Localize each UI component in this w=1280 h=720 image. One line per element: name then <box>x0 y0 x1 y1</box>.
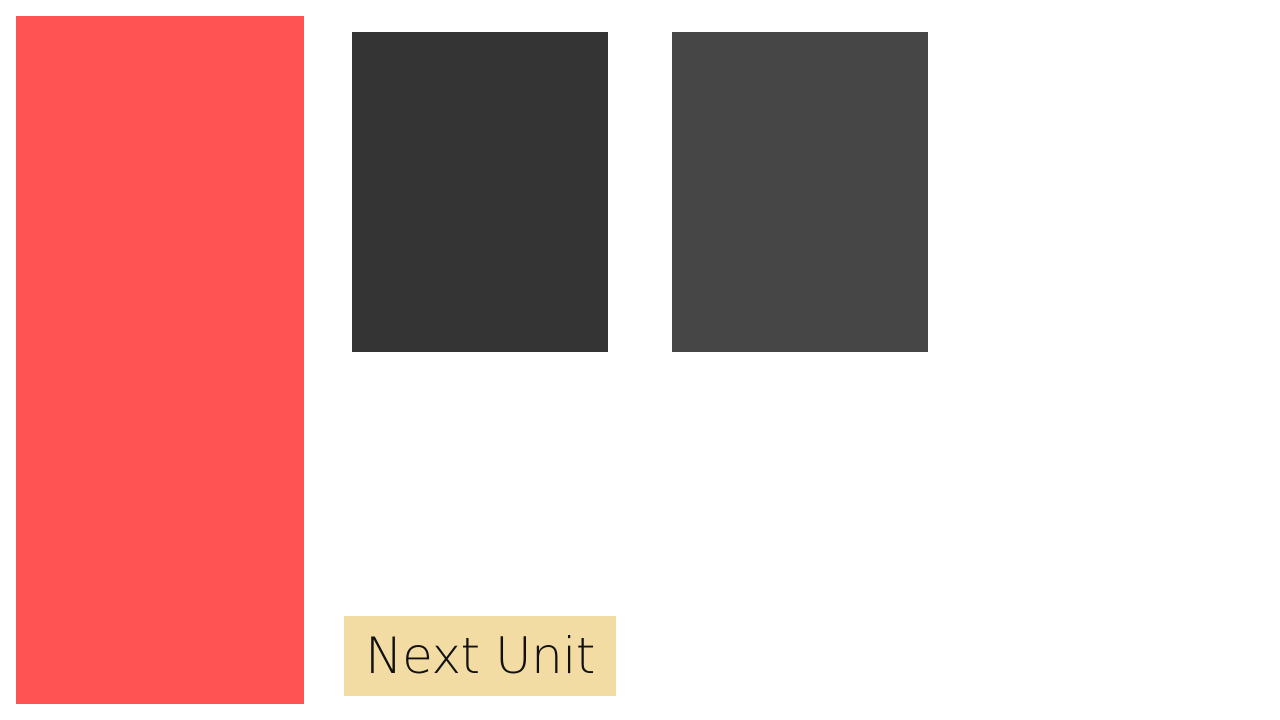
side-panel <box>16 16 304 704</box>
unit-card-1[interactable] <box>352 32 608 352</box>
next-unit-button[interactable]: Next Unit <box>344 616 616 696</box>
unit-card-2[interactable] <box>672 32 928 352</box>
